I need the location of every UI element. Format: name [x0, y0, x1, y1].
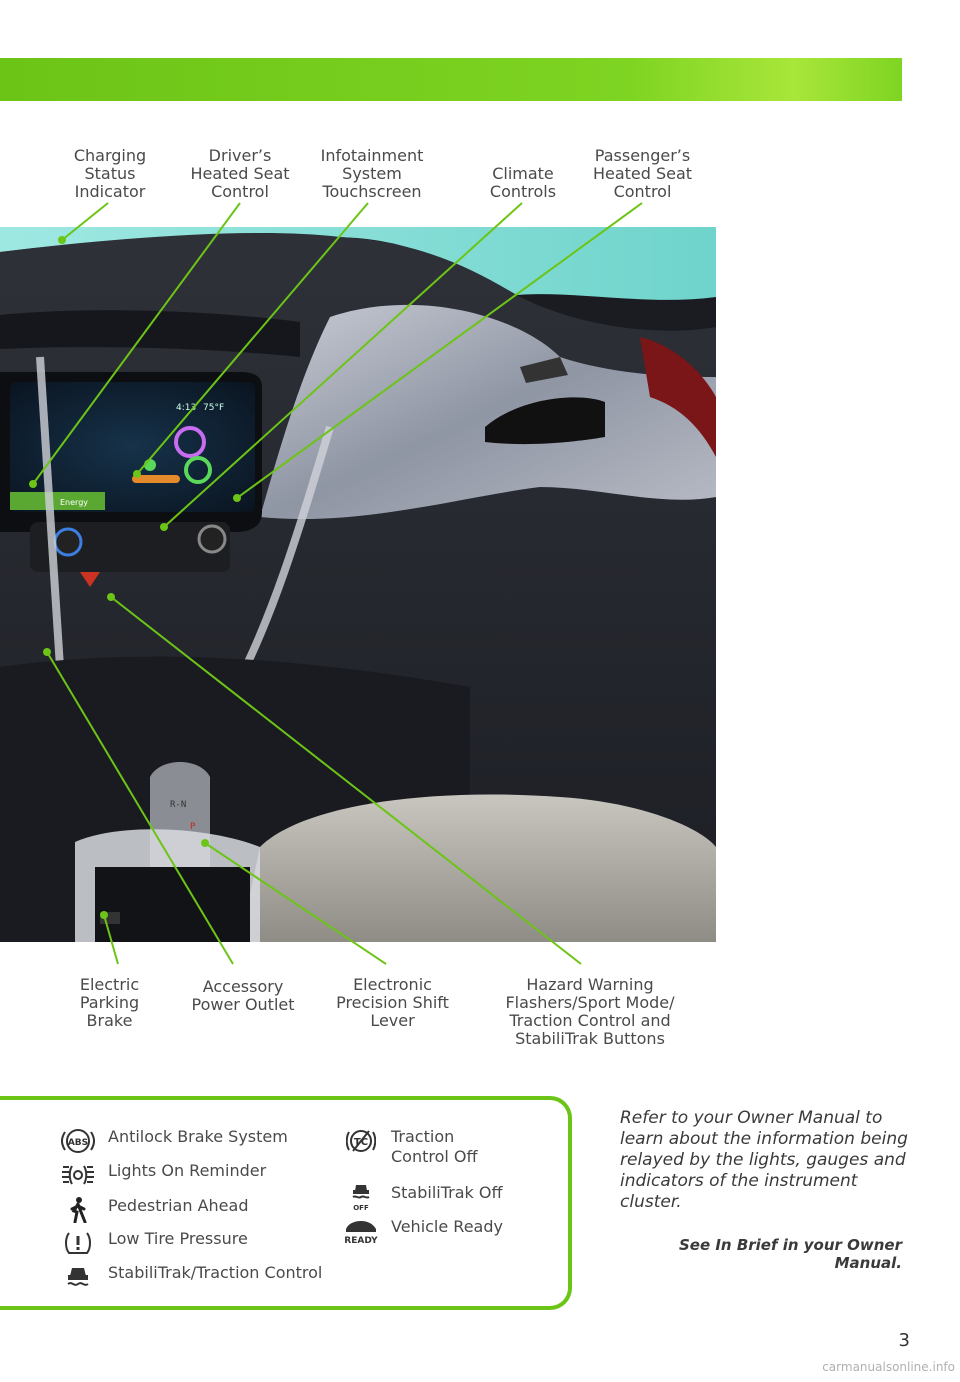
svg-text:R-N: R-N	[170, 800, 186, 810]
stabilitrak-off-icon: OFF	[341, 1183, 381, 1212]
legend-label: Antilock Brake System	[108, 1127, 288, 1146]
callout-shift-lever: Electronic Precision Shift Lever	[336, 975, 449, 1030]
callout-charging-status: Charging Status Indicator	[73, 146, 147, 201]
see-in-brief: See In Brief in your Owner Manual.	[678, 1236, 902, 1272]
abs-icon: ABS	[58, 1127, 98, 1155]
watermark: carmanualsonline.info	[822, 1360, 955, 1374]
svg-text:75°F: 75°F	[203, 403, 224, 413]
callout-climate: Climate Controls	[489, 164, 557, 201]
legend-label: StabiliTrak Off	[391, 1183, 503, 1202]
legend-item-stabilitrak: StabiliTrak/Traction Control	[58, 1263, 322, 1291]
legend-label: Low Tire Pressure	[108, 1229, 248, 1248]
stabilitrak-icon	[58, 1263, 98, 1291]
svg-text:P: P	[190, 822, 196, 832]
svg-text:ABS: ABS	[68, 1138, 88, 1148]
callout-hazard-buttons: Hazard Warning Flashers/Sport Mode/ Trac…	[505, 975, 675, 1048]
indicator-legend	[0, 1096, 572, 1310]
svg-text:Energy: Energy	[60, 498, 88, 507]
callout-power-outlet: Accessory Power Outlet	[191, 977, 295, 1014]
pedestrian-icon	[58, 1196, 98, 1224]
legend-label: StabiliTrak/Traction Control	[108, 1263, 323, 1282]
legend-label: Vehicle Ready	[391, 1217, 503, 1236]
vehicle-ready-icon: READY	[341, 1217, 381, 1245]
legend-label: Lights On Reminder	[108, 1161, 267, 1180]
legend-item-tire: Low Tire Pressure	[58, 1229, 248, 1257]
callout-parking-brake: Electric Parking Brake	[79, 975, 140, 1030]
owner-manual-note: Refer to your Owner Manual to learn abou…	[620, 1108, 908, 1212]
legend-item-abs: ABS Antilock Brake System	[58, 1127, 288, 1155]
lights-on-icon	[58, 1161, 98, 1189]
tire-pressure-icon	[58, 1229, 98, 1257]
legend-item-vehicle-ready: READY Vehicle Ready	[341, 1217, 503, 1245]
page-number: 3	[898, 1330, 910, 1351]
svg-text:READY: READY	[344, 1236, 378, 1245]
callout-passengers-heated-seat: Passenger’s Heated Seat Control	[592, 146, 693, 201]
legend-label: Pedestrian Ahead	[108, 1196, 249, 1215]
svg-text:4:13: 4:13	[176, 403, 196, 413]
legend-label: Traction Control Off	[391, 1127, 478, 1166]
callout-infotainment: Infotainment System Touchscreen	[320, 146, 424, 201]
svg-text:OFF: OFF	[353, 1204, 369, 1212]
header-banner	[0, 58, 902, 101]
legend-item-stabilitrak-off: OFF StabiliTrak Off	[341, 1183, 503, 1212]
traction-off-icon: TC	[341, 1127, 381, 1155]
dashboard-photo: Energy 4:13 75°F R-N P	[0, 227, 716, 942]
legend-item-traction-off: TC Traction Control Off	[341, 1127, 478, 1167]
legend-item-pedestrian: Pedestrian Ahead	[58, 1196, 248, 1224]
legend-item-lights: Lights On Reminder	[58, 1161, 266, 1189]
callout-drivers-heated-seat: Driver’s Heated Seat Control	[190, 146, 290, 201]
